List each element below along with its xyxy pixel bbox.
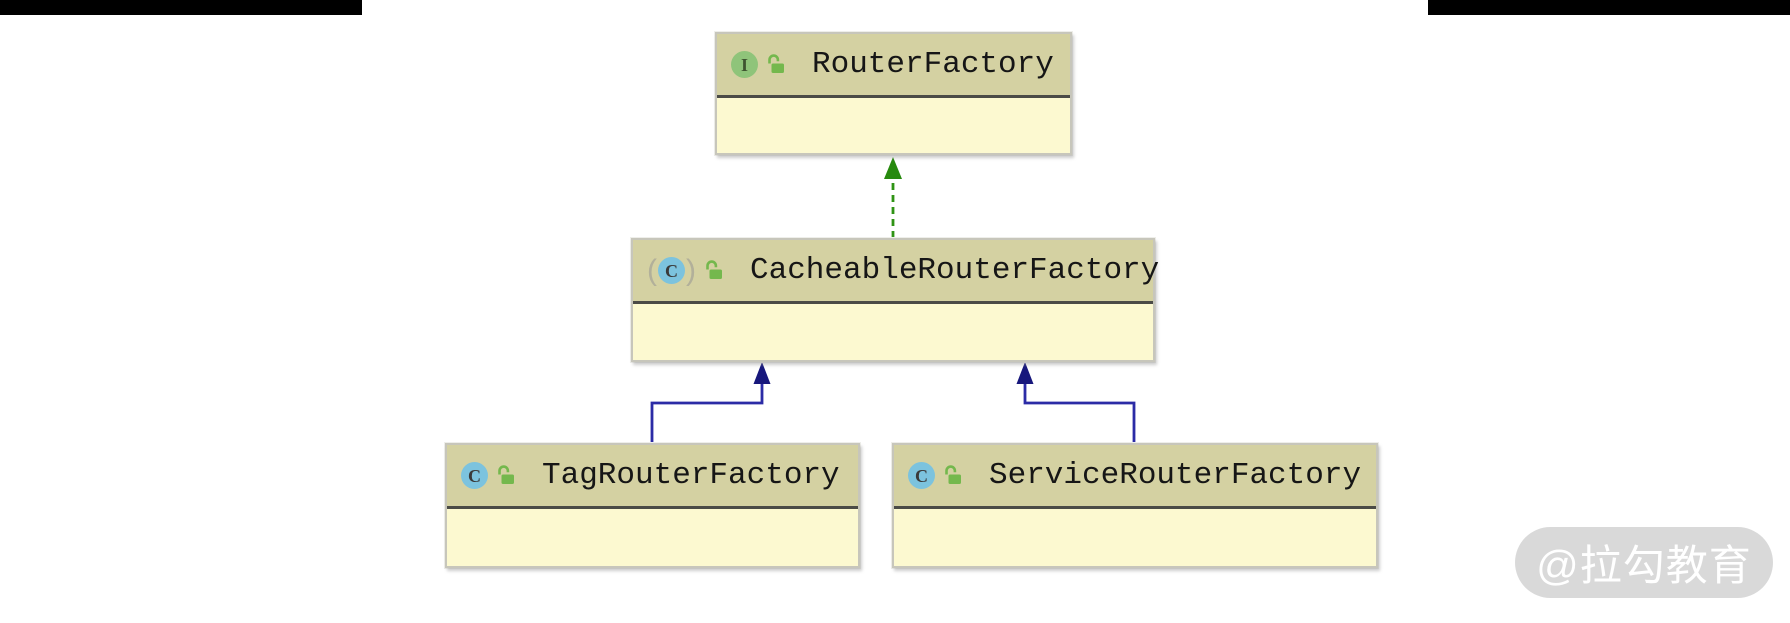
class-name: RouterFactory [812,47,1054,82]
class-icon: C [461,462,488,489]
interface-icon: I [731,51,758,78]
unlocked-icon [498,465,514,484]
class-header: ( C ) CacheableRouterFactory [633,240,1159,304]
extends-line [1023,384,1136,443]
extends-edge-service [1016,362,1136,443]
extends-edge-tag [650,362,771,443]
class-name: TagRouterFactory [542,458,840,493]
class-name: CacheableRouterFactory [750,253,1160,288]
extends-line [650,384,764,443]
letterbox-bar-right [1428,0,1790,15]
class-fields-compartment [633,304,1153,360]
abstract-marker: ( [647,254,657,287]
extends-arrowhead-icon [1016,362,1034,384]
class-name: ServiceRouterFactory [989,458,1362,493]
watermark-badge: @拉勾教育 [1515,527,1773,598]
extends-arrowhead-icon [753,362,771,384]
class-node-servicerouterfactory[interactable]: C ServiceRouterFactory [892,443,1378,568]
class-header: C TagRouterFactory [447,445,858,509]
abstract-marker: ) [686,254,696,287]
unlocked-icon [945,465,961,484]
class-node-tagrouterfactory[interactable]: C TagRouterFactory [445,443,860,568]
class-fields-compartment [894,509,1376,566]
class-header: C ServiceRouterFactory [894,445,1376,509]
class-icon: C [908,462,935,489]
class-header: I RouterFactory [717,34,1070,98]
class-icon: C [658,257,685,284]
class-node-routerfactory[interactable]: I RouterFactory [715,32,1072,155]
implements-edge [884,157,902,238]
implements-arrowhead-icon [884,157,902,179]
class-fields-compartment [717,98,1070,153]
letterbox-bar-left [0,0,362,15]
unlocked-icon [706,260,722,279]
class-fields-compartment [447,509,858,566]
unlocked-icon [768,54,784,73]
class-node-cacheablerouterfactory[interactable]: ( C ) CacheableRouterFactory [631,238,1159,362]
